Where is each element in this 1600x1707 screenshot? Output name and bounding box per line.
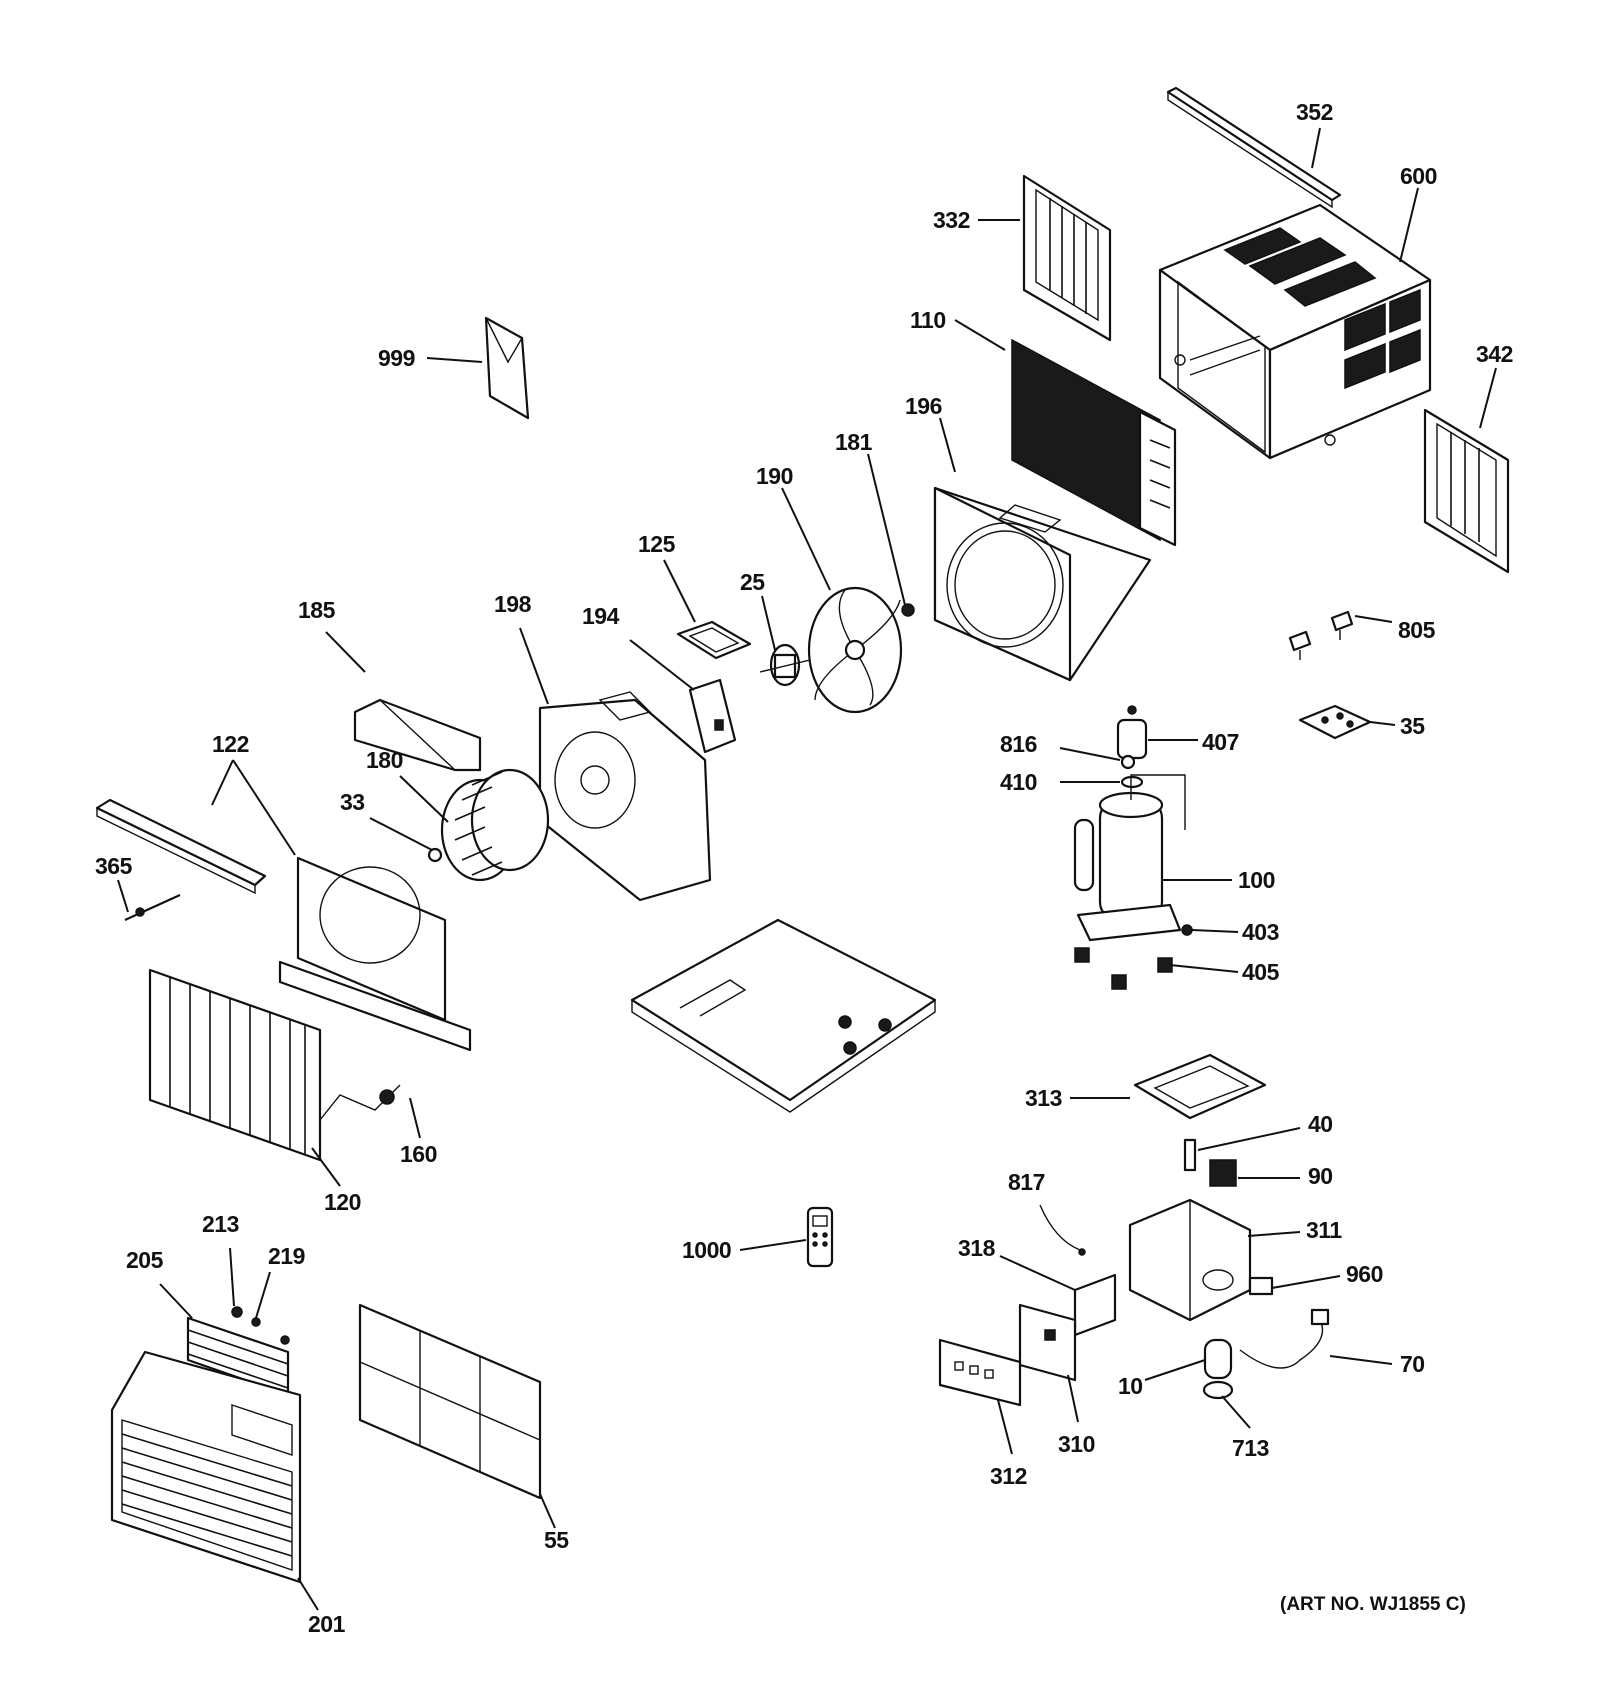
callout-194: 194 (582, 603, 620, 629)
callout-181: 181 (835, 429, 873, 455)
part-403-washers (1181, 924, 1193, 936)
callout-55: 55 (544, 1527, 569, 1553)
part-219-louver-pin (251, 1317, 290, 1345)
part-817-wire (1039, 1204, 1086, 1256)
callout-313: 313 (1025, 1085, 1062, 1111)
callout-403: 403 (1242, 919, 1279, 945)
part-713-strap (1202, 1380, 1234, 1400)
part-310-control-board (1018, 1303, 1077, 1382)
callout-713: 713 (1232, 1435, 1269, 1461)
callout-219: 219 (268, 1243, 305, 1269)
callout-198: 198 (494, 591, 532, 617)
callout-312: 312 (990, 1463, 1027, 1489)
callout-342: 342 (1476, 341, 1513, 367)
part-33-nut (427, 847, 443, 863)
callout-120: 120 (324, 1189, 361, 1215)
part-181-nut (901, 603, 915, 617)
callout-196: 196 (905, 393, 942, 419)
part-318-panel (1073, 1273, 1117, 1337)
part-365-sensor (124, 893, 181, 922)
part-600-cabinet (1158, 203, 1432, 460)
callout-180: 180 (366, 747, 403, 773)
part-180-blower-wheel (440, 768, 550, 882)
part-332-side-panel (1022, 174, 1112, 342)
part-122-cover (95, 798, 267, 895)
part-25-fan-motor (759, 643, 811, 687)
callout-310: 310 (1058, 1431, 1095, 1457)
callout-25: 25 (740, 569, 765, 595)
callout-205: 205 (126, 1247, 164, 1273)
part-90-capacitor (1209, 1159, 1237, 1187)
leader-lines (117, 127, 1497, 1611)
callout-160: 160 (400, 1141, 437, 1167)
part-805-clips (1288, 610, 1354, 660)
callout-40: 40 (1308, 1111, 1333, 1137)
part-70-power-cord (1239, 1308, 1330, 1369)
part-1000-remote (806, 1206, 834, 1268)
part-110-condenser-coil (1011, 338, 1177, 547)
callout-1000: 1000 (682, 1237, 731, 1263)
callout-332: 332 (933, 207, 970, 233)
part-407-overload (1116, 705, 1148, 760)
callout-122: 122 (212, 731, 249, 757)
part-190-fan-blade (807, 586, 903, 714)
part-40-bracket (1183, 1138, 1197, 1172)
part-160-capillary (319, 1084, 401, 1121)
part-base-pan (630, 918, 937, 1113)
part-125-motor-bracket (676, 620, 752, 660)
part-999-manual (484, 316, 530, 420)
callout-110: 110 (910, 307, 946, 333)
part-55-filter (358, 1303, 542, 1500)
callout-213: 213 (202, 1211, 239, 1237)
callout-90: 90 (1308, 1163, 1333, 1189)
callout-125: 125 (638, 531, 676, 557)
callout-100: 100 (1238, 867, 1275, 893)
callout-960: 960 (1346, 1261, 1383, 1287)
part-35-hardware (1298, 704, 1372, 740)
callout-185: 185 (298, 597, 336, 623)
part-311-control-box (1128, 1198, 1252, 1322)
callout-817: 817 (1008, 1169, 1045, 1195)
part-120-evaporator-coil (148, 968, 322, 1162)
callout-201: 201 (308, 1611, 346, 1637)
art-number: (ART NO. WJ1855 C) (1280, 1594, 1466, 1615)
callout-352: 352 (1296, 99, 1333, 125)
part-196-shroud (933, 486, 1152, 682)
part-960-relay (1248, 1276, 1274, 1296)
part-352-top-rail (1166, 86, 1342, 209)
callout-318: 318 (958, 1235, 996, 1261)
callout-70: 70 (1400, 1351, 1425, 1377)
part-205-louver (186, 1316, 290, 1397)
part-312-faceplate (938, 1338, 1022, 1407)
callout-816: 816 (1000, 731, 1037, 757)
callout-10: 10 (1118, 1373, 1143, 1399)
callout-600: 600 (1400, 163, 1437, 189)
callout-190: 190 (756, 463, 793, 489)
callout-999: 999 (378, 345, 415, 371)
part-122-bulkhead (278, 856, 472, 1052)
part-342-side-panel (1423, 408, 1510, 574)
part-100-compressor (1073, 774, 1186, 942)
callout-405: 405 (1242, 959, 1280, 985)
callout-365: 365 (95, 853, 133, 879)
part-198-scroll-housing (538, 691, 712, 902)
callout-805: 805 (1398, 617, 1436, 643)
callout-labels: 352 600 332 110 342 999 196 181 190 125 … (95, 99, 1513, 1637)
part-410-gasket (1120, 775, 1144, 789)
callout-311: 311 (1306, 1217, 1342, 1243)
part-405-grommets (1074, 947, 1173, 990)
part-185-duct (353, 698, 482, 772)
part-213-louver-clip (231, 1306, 243, 1318)
callout-410: 410 (1000, 769, 1037, 795)
part-313-control-cover (1133, 1053, 1267, 1120)
callout-33: 33 (340, 789, 365, 815)
part-816-clip (1120, 754, 1136, 770)
callout-35: 35 (1400, 713, 1425, 739)
part-194-mount (688, 678, 737, 754)
part-201-front-grille (110, 1350, 302, 1584)
part-10-run-capacitor (1203, 1338, 1233, 1380)
callout-407: 407 (1202, 729, 1239, 755)
